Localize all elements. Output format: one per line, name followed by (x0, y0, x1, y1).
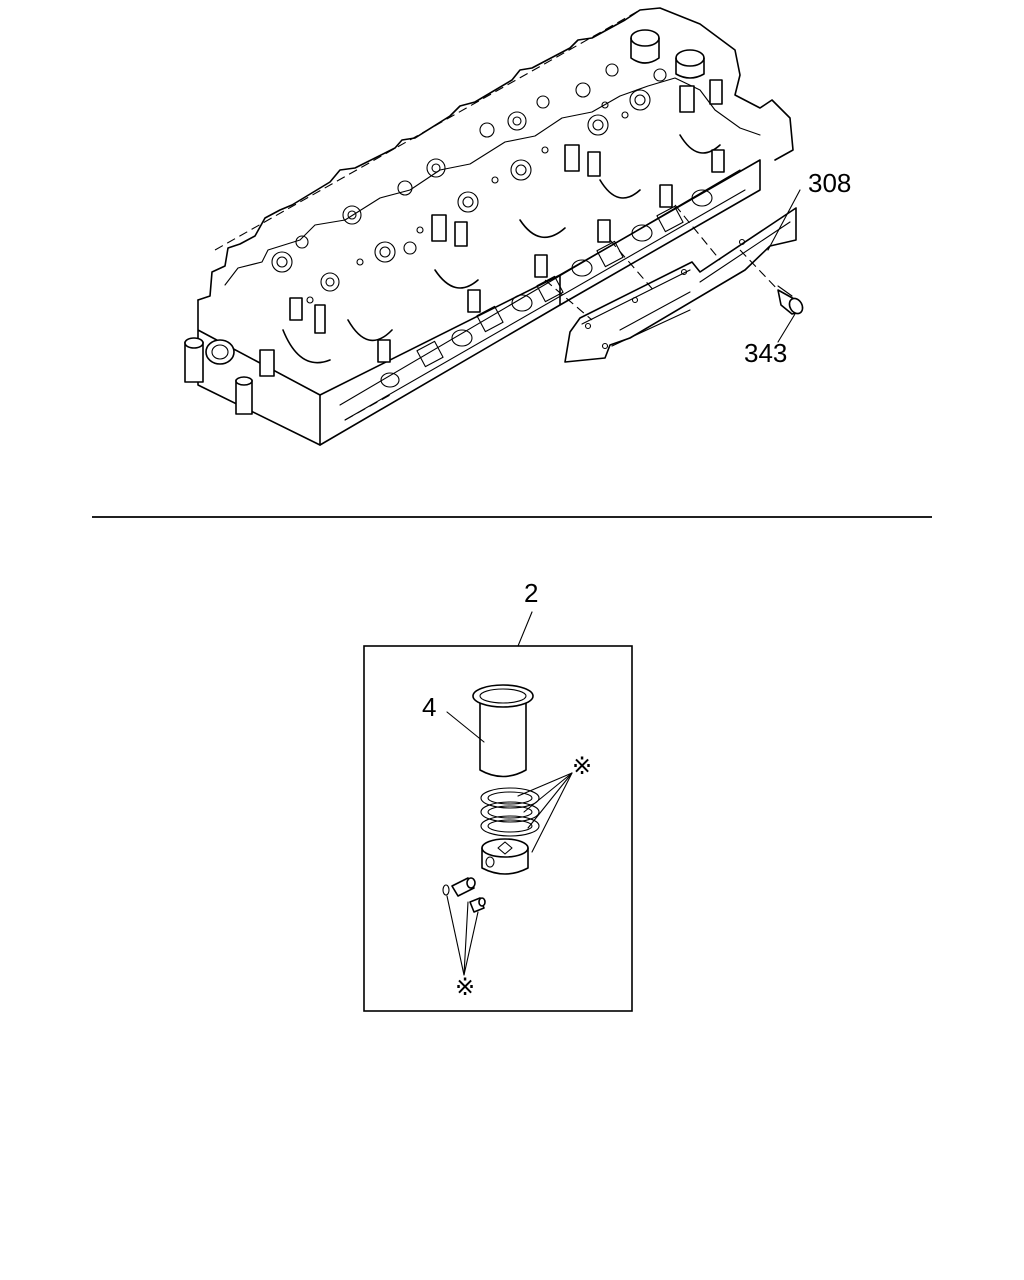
callout-308: 308 (808, 168, 851, 198)
small-pin (469, 897, 486, 913)
leader-line-308 (767, 189, 801, 251)
cylinder-liner (472, 684, 534, 778)
kit-marker-upper: ※ (572, 752, 592, 780)
deck-holes (271, 63, 667, 304)
callout-4: 4 (422, 692, 436, 722)
leader-line-343 (777, 313, 796, 343)
callout-2: 2 (524, 578, 538, 608)
piston-rings (480, 787, 540, 837)
piston (481, 838, 529, 875)
cylinder-block (184, 7, 794, 446)
leader-line-4 (446, 711, 485, 743)
leader-line-2 (517, 611, 533, 647)
snap-ring (442, 884, 450, 896)
bolt (739, 249, 804, 315)
kit-marker-leaders-upper (517, 772, 573, 853)
kit-marker-lower: ※ (455, 973, 475, 1001)
callout-343: 343 (744, 338, 787, 368)
kit-box (363, 645, 633, 1012)
piston-pin (451, 877, 476, 897)
kit-marker-leaders-lower (446, 895, 479, 976)
oil-pan-gasket (544, 204, 797, 363)
